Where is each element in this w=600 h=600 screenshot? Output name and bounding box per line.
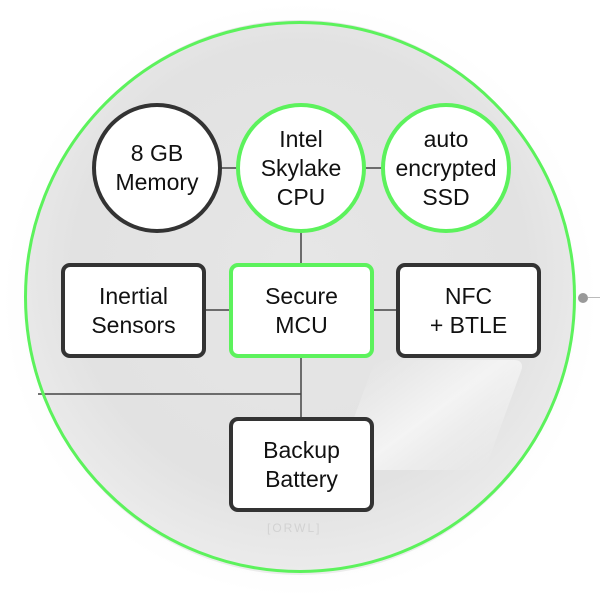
- node-nfc-line-2: + BTLE: [429, 311, 508, 338]
- node-nfc-line-1: NFC: [444, 282, 493, 309]
- node-sensors-line-2: Sensors: [91, 311, 176, 338]
- node-ssd[interactable]: auto encrypted SSD: [381, 103, 511, 233]
- node-ssd-line-3: SSD: [422, 183, 470, 210]
- side-label: ext: [0, 383, 22, 400]
- node-battery-line-1: Backup: [263, 436, 340, 463]
- node-cpu-line-2: Skylake: [260, 154, 342, 181]
- node-nfc[interactable]: NFC + BTLE: [396, 263, 541, 358]
- node-memory[interactable]: 8 GB Memory: [92, 103, 222, 233]
- node-ssd-line-1: auto: [423, 125, 469, 152]
- connector-dot-line: [588, 297, 600, 298]
- node-cpu-line-1: Intel: [279, 125, 323, 152]
- connector-dot: [578, 293, 588, 303]
- node-mcu-line-1: Secure: [265, 282, 338, 309]
- node-sensors[interactable]: Inertial Sensors: [61, 263, 206, 358]
- node-battery[interactable]: Backup Battery: [229, 417, 374, 512]
- node-sensors-line-1: Inertial: [98, 282, 169, 309]
- node-memory-line-2: Memory: [115, 169, 199, 195]
- node-ssd-line-2: encrypted: [395, 154, 497, 181]
- node-battery-line-2: Battery: [265, 465, 338, 492]
- node-cpu-line-3: CPU: [276, 183, 326, 210]
- node-cpu[interactable]: Intel Skylake CPU: [236, 103, 366, 233]
- node-mcu-line-2: MCU: [275, 311, 328, 338]
- node-memory-line-1: 8 GB: [130, 140, 184, 166]
- node-mcu[interactable]: Secure MCU: [229, 263, 374, 358]
- outer-ring: [24, 21, 576, 573]
